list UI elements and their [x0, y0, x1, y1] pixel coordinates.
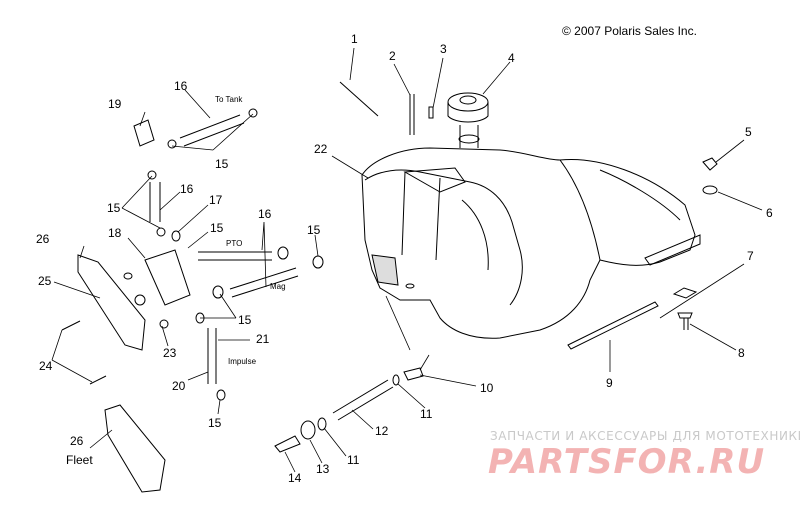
- valve-19: [133, 119, 155, 147]
- bolts-24: [61, 320, 107, 385]
- clamp-15b: [248, 108, 258, 118]
- clamp-11b: [317, 417, 327, 431]
- note-fleet: Fleet: [66, 453, 93, 467]
- callout-16a: 16: [174, 79, 188, 93]
- bolt-8: [677, 312, 693, 330]
- hose-12: [332, 379, 394, 421]
- nut-5: [702, 157, 718, 171]
- note-impulse: Impulse: [228, 357, 257, 366]
- callout-17: 17: [209, 193, 223, 207]
- fleet-bracket-26: [104, 404, 166, 493]
- callout-9: 9: [606, 376, 613, 390]
- washer-6: [702, 185, 718, 195]
- callout-13: 13: [316, 462, 330, 476]
- fitting-10: [403, 367, 424, 381]
- fuel-tank: [361, 147, 696, 339]
- callout-19: 19: [108, 97, 122, 111]
- callout-23: 23: [163, 346, 177, 360]
- clamp-15a: [167, 139, 177, 149]
- mount-bracket-26: [77, 254, 146, 351]
- grommet-13: [300, 420, 316, 440]
- nut-23: [159, 319, 169, 329]
- hose-pto: [198, 251, 272, 261]
- callout-15c: 15: [210, 221, 224, 235]
- bushing-2: [409, 94, 415, 135]
- clamp-15d: [156, 227, 166, 237]
- callout-24: 24: [39, 359, 53, 373]
- callout-18: 18: [108, 226, 122, 240]
- tank-bracket: [644, 234, 701, 266]
- fitting-14: [274, 435, 301, 453]
- washer: [123, 272, 133, 280]
- watermark-tagline: ЗАПЧАСТИ И АКСЕССУАРЫ ДЛЯ МОТОТЕХНИКИ: [490, 429, 800, 443]
- callout-21: 21: [256, 332, 270, 346]
- pad-7: [672, 287, 698, 299]
- callout-15b: 15: [107, 201, 121, 215]
- callout-10: 10: [480, 381, 494, 395]
- callout-16c: 16: [258, 207, 272, 221]
- callout-15f: 15: [208, 416, 222, 430]
- callout-22: 22: [314, 142, 328, 156]
- callout-5: 5: [745, 125, 752, 139]
- callout-2: 2: [389, 49, 396, 63]
- callout-15e: 15: [238, 313, 252, 327]
- screw-3: [428, 106, 434, 119]
- callout-8: 8: [738, 346, 745, 360]
- callout-15a: 15: [215, 157, 229, 171]
- hose-mag: [229, 267, 299, 298]
- note-to-tank: To Tank: [215, 95, 243, 104]
- note-pto: PTO: [226, 239, 243, 248]
- watermark-logo: PARTSFOR.RU: [488, 442, 766, 482]
- callout-1: 1: [351, 32, 358, 46]
- clamp-17: [171, 230, 181, 242]
- hose-16a: [179, 114, 245, 147]
- fuel-cap: [447, 92, 489, 148]
- callout-7: 7: [747, 249, 754, 263]
- callout-25: 25: [38, 274, 52, 288]
- clamp-11a: [392, 374, 400, 386]
- strap-1: [339, 81, 379, 117]
- clamp-15e: [277, 246, 289, 260]
- hose-16b: [149, 182, 161, 222]
- callout-6: 6: [766, 206, 773, 220]
- note-mag: Mag: [270, 282, 286, 291]
- callout-11b: 11: [347, 453, 360, 467]
- callout-26b: 26: [70, 434, 84, 448]
- pump-18: [144, 249, 191, 306]
- clamp-15f: [312, 255, 324, 269]
- callout-14: 14: [288, 471, 302, 485]
- clamp-15c: [147, 170, 157, 180]
- clamp-15g: [212, 285, 224, 299]
- copyright-notice: © 2007 Polaris Sales Inc.: [562, 24, 697, 38]
- leader-lines: [51, 47, 763, 473]
- clamp-15i: [216, 389, 226, 401]
- callout-11a: 11: [420, 407, 433, 421]
- hose-impulse: [207, 328, 217, 384]
- callout-4: 4: [508, 51, 515, 65]
- callout-16b: 16: [180, 182, 194, 196]
- strip-9: [567, 301, 659, 350]
- callout-15d: 15: [307, 223, 321, 237]
- grommet-25: [134, 294, 146, 306]
- callout-26a: 26: [36, 232, 50, 246]
- callout-3: 3: [440, 42, 447, 56]
- callout-20: 20: [172, 379, 186, 393]
- callout-12: 12: [375, 424, 389, 438]
